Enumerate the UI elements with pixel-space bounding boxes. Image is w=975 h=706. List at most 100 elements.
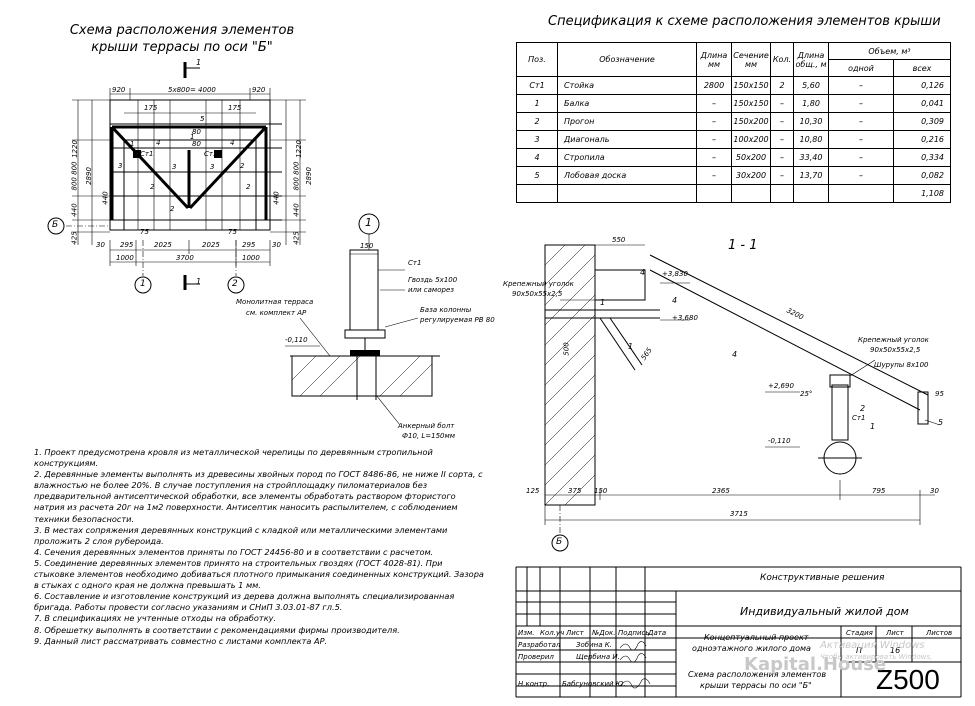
plan-dim-top2-1: 175 <box>228 104 242 112</box>
node-dim-top: 150 <box>360 242 374 250</box>
section-mark-1: 4 <box>672 296 678 305</box>
spec-row: Ст1 Стойка 2800 150х150 2 5,60 – 0,126 <box>516 76 951 95</box>
stamp-listov-label: Листов <box>926 629 953 637</box>
stamp-col-kol: Кол.уч <box>540 629 565 637</box>
plan-label-9: 4 <box>230 139 235 147</box>
spec-cell: Диагональ <box>557 130 697 149</box>
plan-dim-left-2: 2890 <box>84 167 93 185</box>
plan-small-dim-5: 440 <box>272 191 281 205</box>
plan-dim-top2-0: 175 <box>144 104 158 112</box>
spec-cell: 100х200 <box>731 130 771 149</box>
section-angle1: Крепежный уголок <box>503 280 574 288</box>
plan-dim-left-3: 440 <box>70 203 79 217</box>
stamp-concept-2: одноэтажного жилого дома <box>692 644 811 653</box>
spec-cell: – <box>770 112 794 131</box>
section-bdim-3: 2365 <box>712 487 730 495</box>
section-level-1: +3,830 <box>662 270 688 278</box>
spec-cell: – <box>696 112 732 131</box>
plan-label-5: Ст1 <box>204 150 218 158</box>
spec-cell: 5,60 <box>793 76 829 95</box>
node-1-detail <box>285 213 440 426</box>
plan-label-10: 1 <box>130 140 135 148</box>
stamp-section-name: Конструктивные решения <box>760 573 885 583</box>
plan-title-line1: Схема расположения элементов <box>69 23 295 38</box>
note-item: 2. Деревянные элементы выполнять из древ… <box>34 469 483 524</box>
spec-row: 5 Лобовая доска – 30х200 – 13,70 – 0,082 <box>516 166 951 185</box>
section-angle2b: 90х50х55х2,5 <box>870 346 921 354</box>
stamp-col-sign: Подпись <box>618 629 650 637</box>
stamp-col-ndok: №Док. <box>592 629 616 637</box>
plan-axis-1: 1 <box>140 279 146 289</box>
plan-dim-bottom2-1: 3700 <box>176 254 194 262</box>
spec-th-all: всех <box>893 59 951 77</box>
spec-cell: 1 <box>516 94 558 113</box>
node-nail-or: или саморез <box>408 286 454 294</box>
plan-small-dim-0: 75 <box>140 228 149 236</box>
spec-cell: – <box>828 94 894 113</box>
spec-cell: – <box>770 148 794 167</box>
stamp-razrab: Разработал <box>518 641 561 649</box>
note-item: 1. Проект предусмотрена кровля из металл… <box>34 447 433 469</box>
plan-dim-bottom-0: 30 <box>96 241 105 249</box>
spec-cell: Стойка <box>557 76 697 95</box>
section-dim-500: 500 <box>562 342 571 356</box>
spec-cell: 0,041 <box>893 94 951 113</box>
stamp-list-label: Лист <box>886 629 904 637</box>
section-axis-b: Б <box>556 537 563 547</box>
section-mark-2: 1 <box>628 342 634 351</box>
spec-cell: 0,216 <box>893 130 951 149</box>
plan-dim-top-1: 5x800= 4000 <box>168 86 216 94</box>
stamp-concept-1: Концептуальный проект <box>704 633 809 642</box>
plan-dim-left-0: 1220 <box>70 140 79 158</box>
spec-cell: 10,30 <box>793 112 829 131</box>
spec-cell: 5 <box>516 166 558 185</box>
windows-watermark-line1: Активация Windows <box>820 640 925 651</box>
plan-dim-bottom-2: 2025 <box>154 241 172 249</box>
node-mark: 1 <box>365 216 372 229</box>
plan-label-7: 3 <box>210 163 215 171</box>
plan-section-mark-top: 1 <box>196 58 202 67</box>
spec-cell: – <box>696 130 732 149</box>
z500-logo: Z500 <box>876 664 940 695</box>
section-level-2: +3,680 <box>672 314 698 322</box>
plan-dim-right-1: 800 800 <box>292 161 301 191</box>
spec-cell: 0,334 <box>893 148 951 167</box>
spec-total: 1,108 <box>893 184 951 203</box>
spec-cell: 10,80 <box>793 130 829 149</box>
plan-title-line2: крыши террасы по оси "Б" <box>91 40 273 55</box>
spec-cell: 0,309 <box>893 112 951 131</box>
plan-label-6: 2 <box>246 183 251 191</box>
plan-dim-right-4: 425 <box>292 231 301 245</box>
notes-block: 1. Проект предусмотрена кровля из металл… <box>34 447 484 647</box>
spec-th-sec: Сечение мм <box>731 42 771 77</box>
plan-dim-top-2: 920 <box>252 86 266 94</box>
section-bdim-5: 30 <box>930 487 939 495</box>
spec-cell: – <box>770 166 794 185</box>
section-dim-95: 95 <box>935 390 944 398</box>
plan-label-0: 5 <box>200 115 205 123</box>
spec-cell: 33,40 <box>793 148 829 167</box>
note-item: 4. Сечения деревянных элементов приняты … <box>34 546 434 557</box>
spec-cell: – <box>696 166 732 185</box>
spec-cell: – <box>696 94 732 113</box>
spec-cell: Ст1 <box>516 76 558 95</box>
spec-title: Спецификация к схеме расположения элемен… <box>548 14 941 29</box>
node-bolt-1: Анкерный болт <box>398 422 455 430</box>
spec-cell: – <box>828 166 894 185</box>
plan-dim-bottom2-2: 1000 <box>242 254 260 262</box>
note-item: 5. Соединение деревянных элементов приня… <box>34 557 484 591</box>
section-total-dim: 3715 <box>730 510 748 518</box>
windows-watermark-line2: Чтобы активировать Windows, <box>820 653 933 661</box>
spec-cell: 2 <box>516 112 558 131</box>
plan-dim-bottom-5: 30 <box>272 241 281 249</box>
section-level-4: -0,110 <box>768 437 791 445</box>
plan-label-4: Ст1 <box>140 150 154 158</box>
section-bdim-1: 375 <box>568 487 582 495</box>
plan-small-dim-3: 80 <box>192 140 201 148</box>
section-mark-0: 4 <box>640 268 646 277</box>
plan-dim-bottom-4: 295 <box>242 241 256 249</box>
plan-dim-bottom-3: 2025 <box>202 241 220 249</box>
stamp-stadia: П <box>856 646 863 655</box>
spec-total-row: 1,108 <box>516 184 951 203</box>
plan-label-3: 3 <box>172 163 177 171</box>
